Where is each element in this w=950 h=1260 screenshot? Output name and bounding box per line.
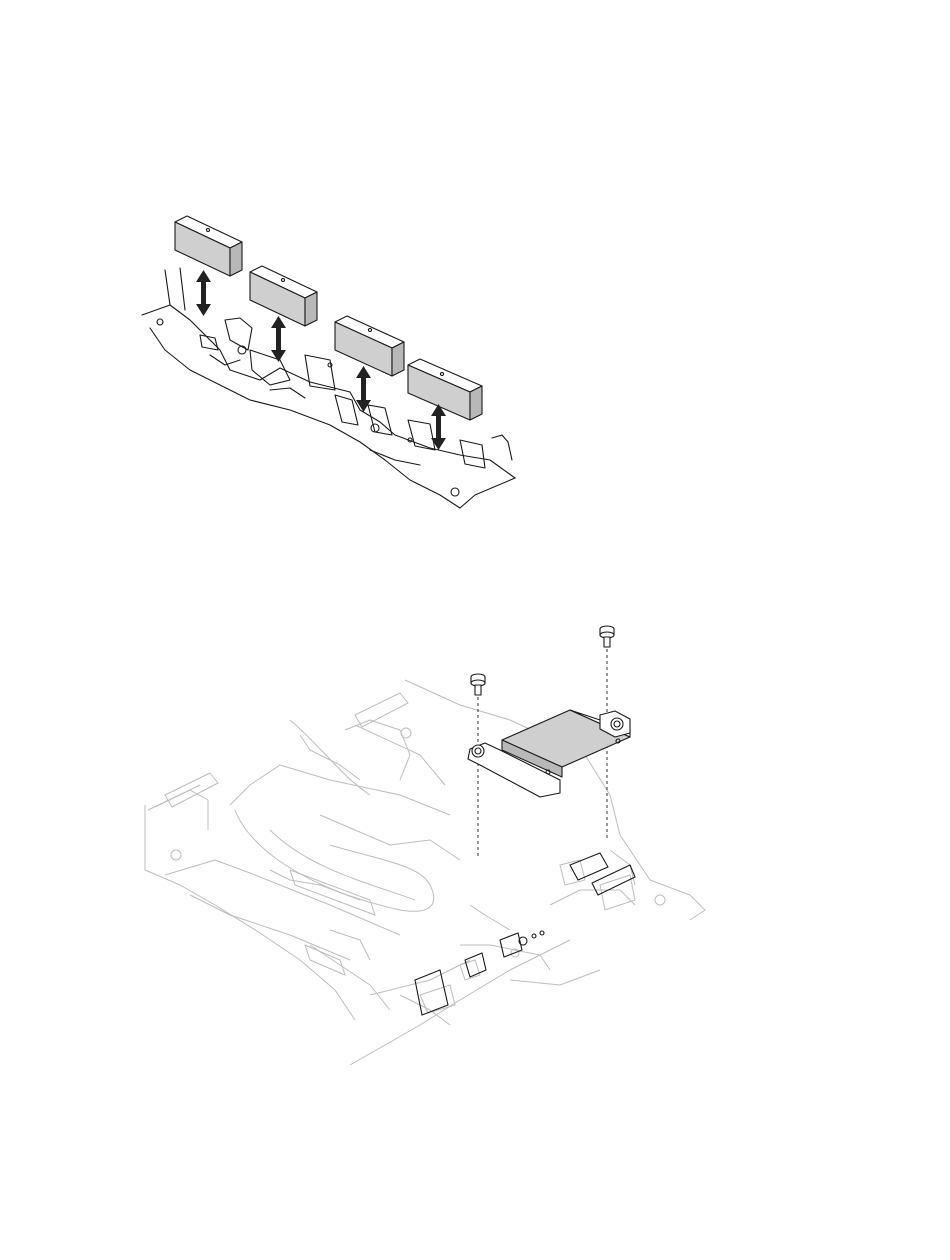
screw-left (471, 674, 485, 695)
rear-ports (415, 853, 635, 1015)
filler-removal-diagram (130, 210, 530, 520)
bracket (468, 710, 630, 797)
filler-block-1 (175, 216, 242, 276)
filler-removal-svg (130, 210, 530, 520)
filler-block-4 (408, 359, 482, 420)
arrow-2 (271, 316, 286, 362)
screw-right (600, 626, 614, 647)
filler-block-3 (335, 316, 404, 376)
filler-block-2 (250, 266, 317, 326)
arrow-1 (196, 270, 211, 316)
bracket-screw-svg (130, 615, 720, 1070)
bracket-screw-diagram (130, 615, 720, 1070)
